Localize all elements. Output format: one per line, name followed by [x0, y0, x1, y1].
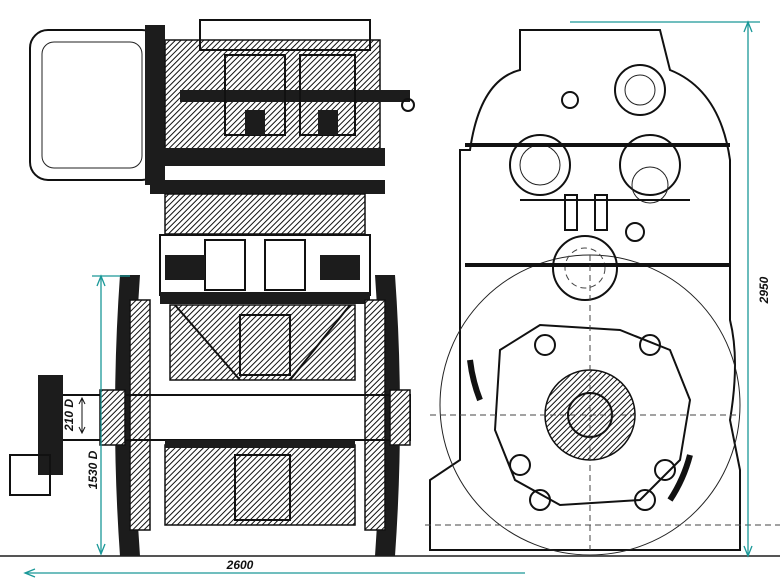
dimension-overall-length: 2600	[23, 558, 525, 578]
wheel-diameter-label: 1530 D	[86, 450, 100, 489]
gearbox-end-view	[425, 29, 780, 556]
overall-height-label: 2950	[757, 276, 771, 304]
engine-side-view	[9, 19, 415, 556]
axle-diameter-label: 210 D	[62, 399, 76, 432]
overall-length-label: 2600	[226, 558, 254, 572]
dimension-overall-height: 2950	[570, 20, 771, 558]
dimension-axle-diameter: 210 D	[62, 396, 86, 435]
dimension-wheel-diameter: 1530 D	[86, 274, 130, 556]
